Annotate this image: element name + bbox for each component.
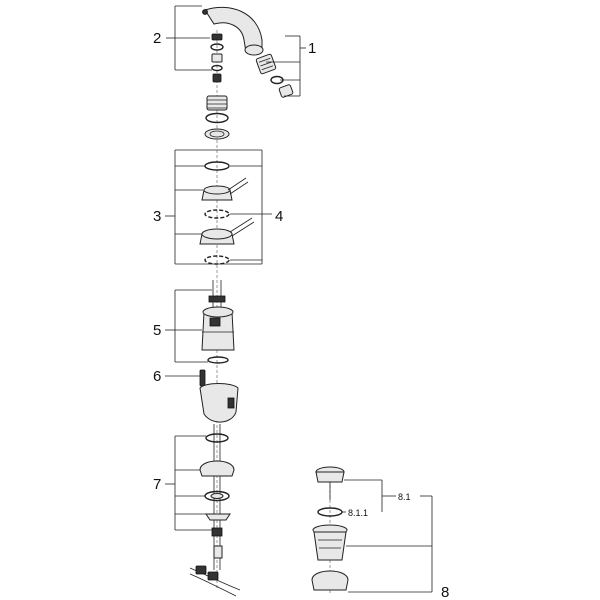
leader-part-5 xyxy=(165,289,212,363)
label-part-7: 7 xyxy=(153,476,161,493)
drain-body xyxy=(312,524,348,561)
label-part-8: 8 xyxy=(441,584,449,600)
label-part-1: 1 xyxy=(308,40,316,57)
spout xyxy=(202,6,264,56)
leader-part-7 xyxy=(165,435,212,531)
leader-part-1 xyxy=(266,35,306,97)
label-part-3: 3 xyxy=(153,208,161,225)
leader-part-8 xyxy=(346,495,433,593)
leader-part-2 xyxy=(166,5,212,71)
leader-part-4 xyxy=(230,150,272,264)
label-part-8-1-1: 8.1.1 xyxy=(348,508,368,518)
label-part-5: 5 xyxy=(153,322,161,339)
leader-part-8-1 xyxy=(344,479,396,512)
spout-connector-parts xyxy=(210,33,224,83)
aerator-parts xyxy=(255,53,294,98)
escutcheon-body xyxy=(199,383,239,423)
supply-hoses xyxy=(189,565,241,597)
label-part-6: 6 xyxy=(153,368,161,385)
retaining-ring xyxy=(204,128,230,140)
mounting-set xyxy=(199,424,235,570)
lever-handle-lower xyxy=(199,217,255,245)
drain-plug-cap xyxy=(315,466,345,500)
cartridge xyxy=(201,280,235,364)
spout-screw xyxy=(202,9,208,15)
o-ring xyxy=(205,112,229,124)
leader-part-3 xyxy=(165,149,262,265)
label-part-4: 4 xyxy=(275,208,283,225)
lever-handle-upper xyxy=(201,177,249,201)
collar-nut xyxy=(206,95,228,111)
drain-gasket xyxy=(311,570,349,591)
label-part-8-1: 8.1 xyxy=(398,492,411,502)
label-part-2: 2 xyxy=(153,30,161,47)
pin xyxy=(199,369,206,387)
gasket-middle xyxy=(204,209,230,219)
